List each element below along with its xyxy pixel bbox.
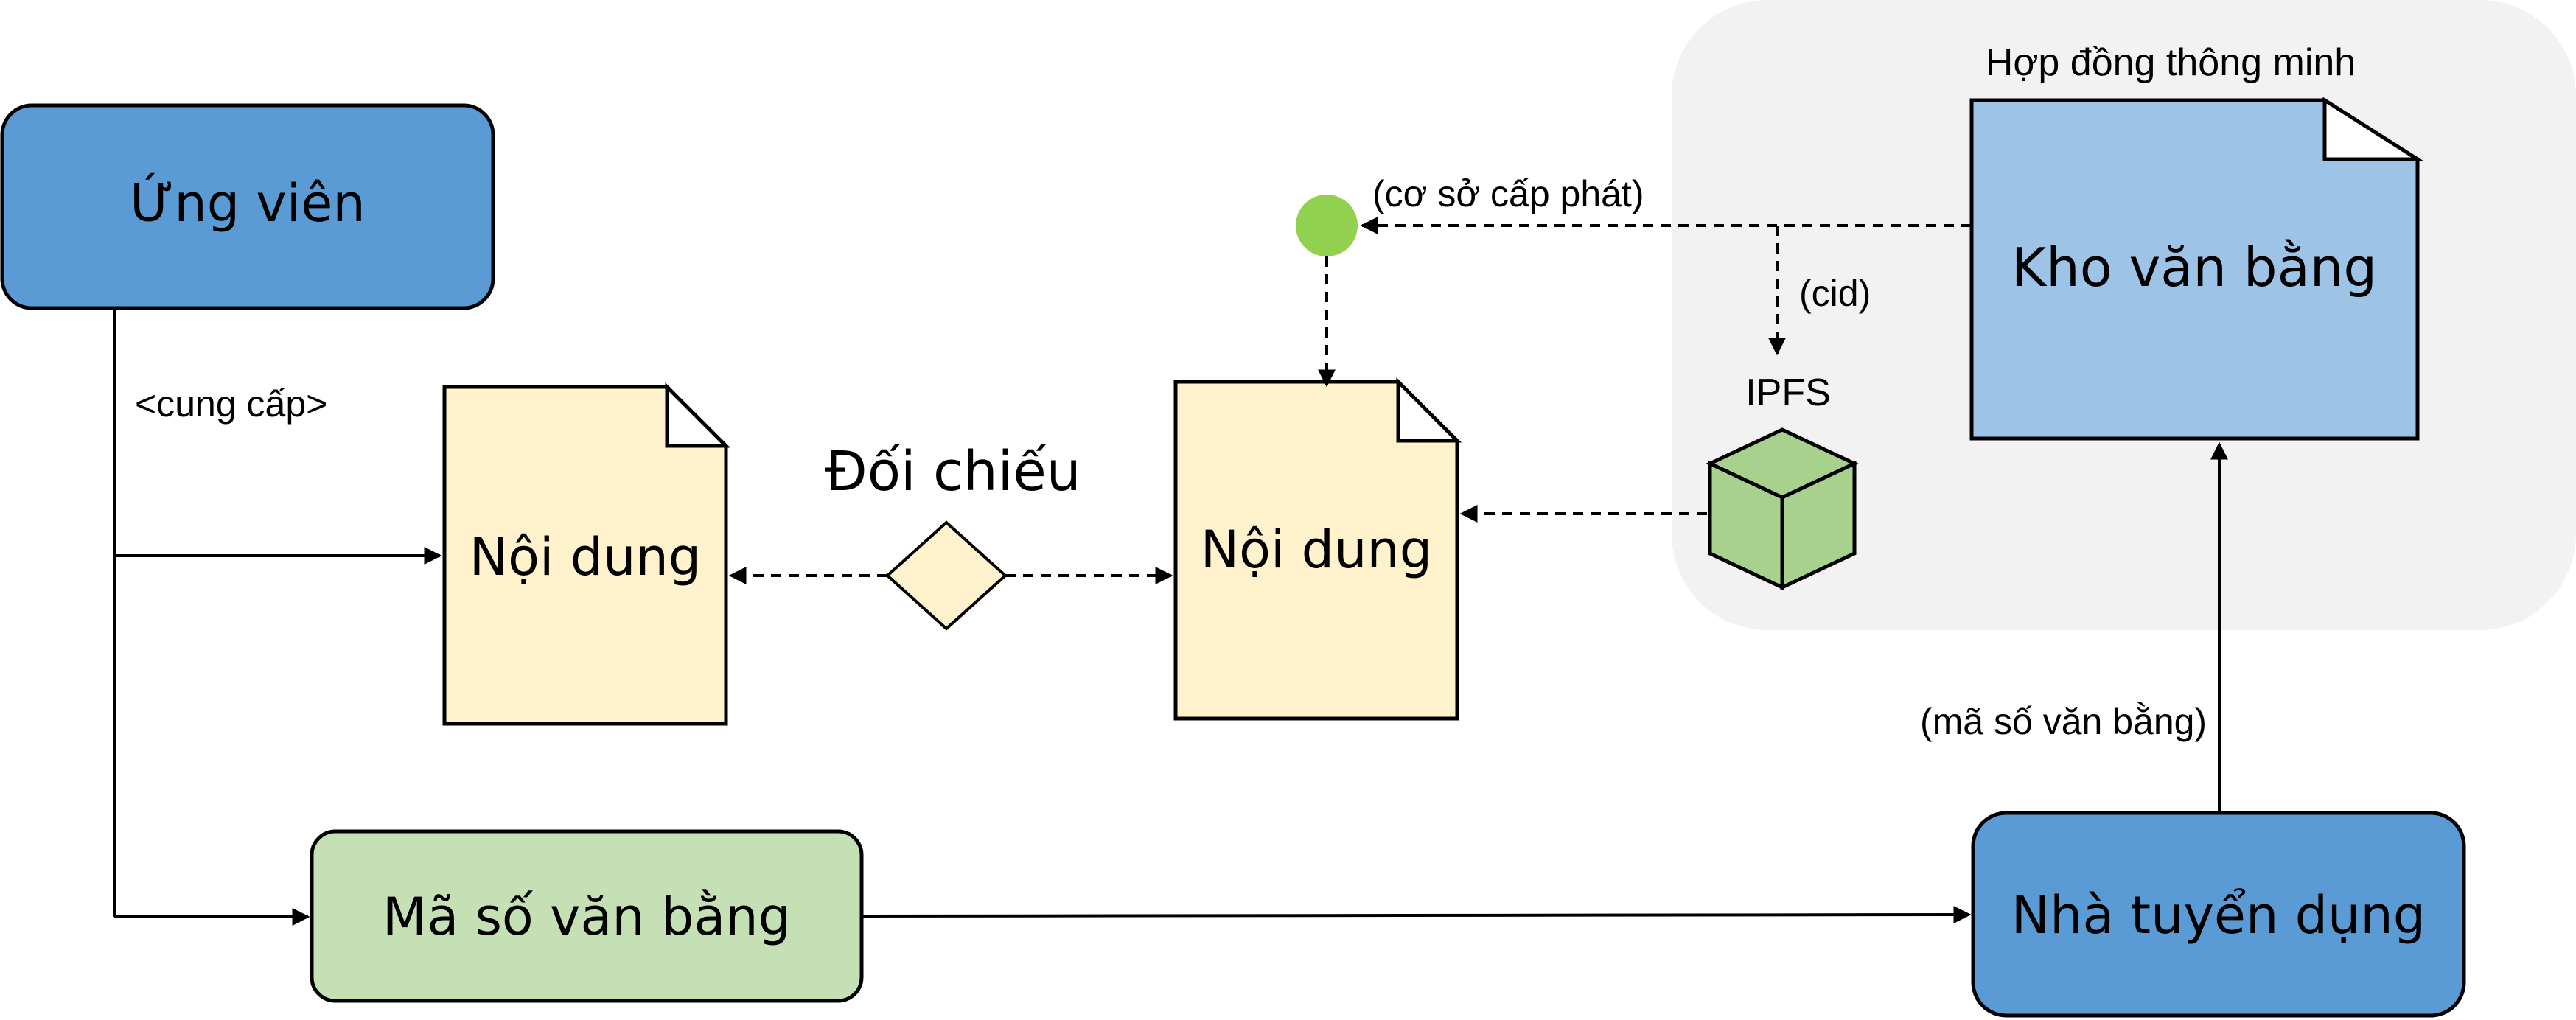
- issuer-point: [1296, 195, 1358, 256]
- candidate-node: [0, 103, 495, 310]
- edge-degree-code-to-employer: [861, 906, 1972, 924]
- content-right-document: [1173, 380, 1459, 721]
- ipfs-cube-right: [1780, 461, 1857, 590]
- content-left-label: Nội dung: [470, 527, 702, 587]
- content-right-label: Nội dung: [1201, 520, 1433, 580]
- edge-label-cid: (cid): [1799, 273, 1871, 314]
- ipfs-cube-icon: [1706, 427, 1859, 590]
- degree-store-fold: [2322, 97, 2424, 161]
- degree-store-document: [1969, 98, 2420, 441]
- smart-contract-region-label: Hợp đồng thông minh: [1986, 41, 2356, 84]
- degree-code-label: Mã số văn bằng: [383, 887, 791, 947]
- ipfs-label: IPFS: [1745, 371, 1831, 414]
- compare-label: Đối chiếu: [825, 440, 1081, 503]
- content-right-fold: [1396, 377, 1462, 443]
- edge-label-provide: <cung cấp>: [135, 383, 327, 425]
- candidate-label: Ứng viên: [130, 173, 365, 234]
- degree-store-label: Kho văn bằng: [2011, 237, 2377, 298]
- edge-label-degree-code: (mã số văn bằng): [1920, 701, 2207, 742]
- edge-label-issuing-institution: (cơ sở cấp phát): [1372, 173, 1644, 214]
- employer-label: Nhà tuyển dụng: [2011, 885, 2426, 946]
- content-left-fold: [665, 382, 731, 448]
- compare-diamond: [885, 520, 1008, 631]
- content-left-document: [442, 385, 728, 726]
